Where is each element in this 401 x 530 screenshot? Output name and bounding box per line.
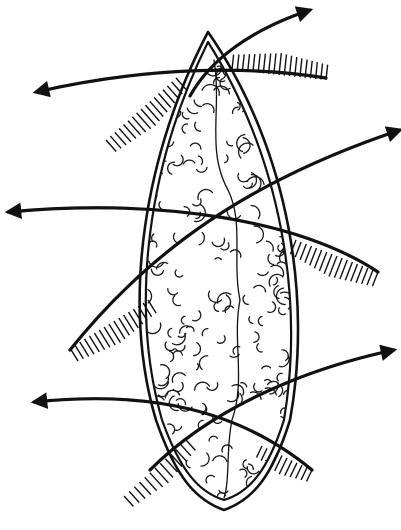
lens-inner-outline: [146, 42, 291, 500]
arrow-top-right: [190, 10, 310, 96]
central-fissure-line: [214, 60, 240, 498]
arrow-mid-right: [70, 130, 400, 350]
hatched-wedge-bottom-left: [124, 440, 195, 506]
hatched-wedge-upper-left: [106, 78, 186, 152]
